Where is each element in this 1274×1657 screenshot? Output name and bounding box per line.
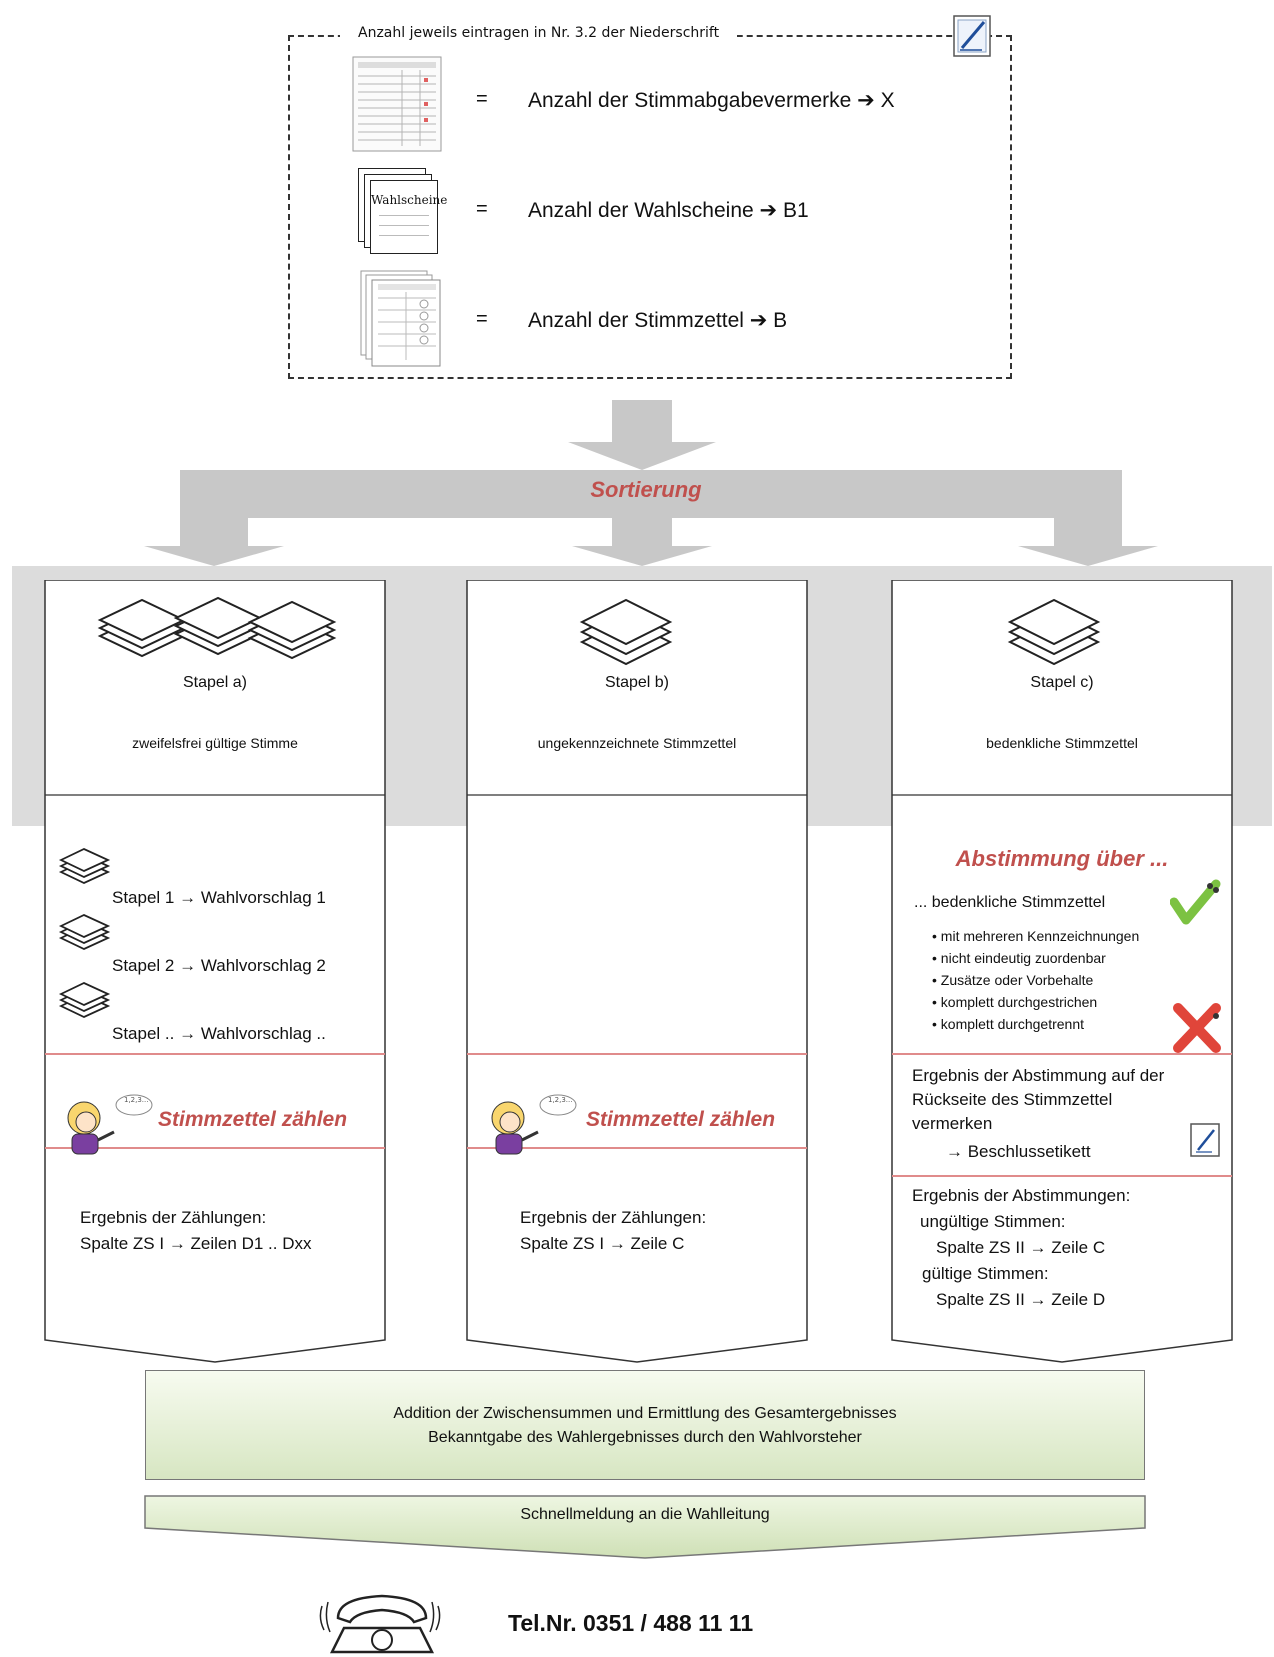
count-row-wahlscheine: Anzahl der Wahlscheine ➔ B1 [528, 199, 809, 222]
counting-girl-icon [491, 1094, 577, 1155]
result-title-b: Ergebnis der Zählungen: [520, 1208, 707, 1227]
pile-1: Stapel 1 → Wahlvorschlag 1 [112, 888, 326, 907]
note-pencil-icon [1190, 1123, 1220, 1157]
stack-b-desc: ungekennzeichnete Stimmzettel [537, 735, 737, 751]
result-title-a: Ergebnis der Zählungen: [80, 1208, 267, 1227]
ballot-stack-icon [360, 270, 441, 367]
stack-c-desc: bedenkliche Stimmzettel [986, 735, 1138, 751]
count-row-votes: Anzahl der Stimmabgabevermerke ➔ X [528, 89, 895, 112]
note-pencil-icon [953, 15, 991, 57]
vote-result-title: Ergebnis der Abstimmungen: [912, 1186, 1131, 1205]
valid-line: Spalte ZS II → Zeile D [936, 1290, 1106, 1309]
paper-stack-icon [1007, 598, 1101, 666]
quick-report-arrow [144, 1495, 1146, 1559]
stack-b-label: Stapel b) [604, 674, 670, 691]
note-line-1: Ergebnis der Abstimmung auf der [912, 1066, 1165, 1085]
count-title-a: Stimmzettel zählen [158, 1108, 348, 1131]
wahlscheine-cards-icon: Wahlscheine [358, 168, 448, 254]
telephone-icon [319, 1594, 441, 1654]
note-line-3: vermerken [912, 1114, 993, 1133]
paper-stack-icon [579, 598, 673, 666]
bullet-item: • komplett durchgetrennt [932, 1016, 1084, 1032]
bullet-item: • mit mehreren Kennzeichnungen [932, 928, 1140, 944]
note-line-2: Rückseite des Stimmzettel [912, 1090, 1113, 1109]
result-line-b: Spalte ZS I → Zeile C [520, 1234, 685, 1253]
stack-c-label: Stapel c) [1030, 674, 1094, 691]
bullet-item: • Zusätze oder Vorbehalte [932, 972, 1094, 988]
note-line-4: → Beschlussetikett [946, 1142, 1091, 1161]
counting-girl-icon [67, 1094, 153, 1155]
eq-sign: = [476, 198, 488, 220]
total-line-1: Addition der Zwischensummen und Ermittlu… [393, 1405, 897, 1422]
paper-stack-icon [97, 596, 337, 660]
stack-a-label: Stapel a) [182, 674, 248, 691]
valid-label: gültige Stimmen: [922, 1264, 1049, 1283]
count-bubble: 1,2,3... [124, 1096, 149, 1104]
eq-sign: = [476, 88, 488, 110]
small-paper-stack-icon [58, 914, 111, 950]
invalid-label: ungültige Stimmen: [920, 1212, 1066, 1231]
sort-flow-arrows [144, 400, 1158, 566]
count-bubble: 1,2,3... [548, 1096, 573, 1104]
stack-a-desc: zweifelsfrei gültige Stimme [132, 735, 298, 751]
pile-n: Stapel .. → Wahlvorschlag .. [112, 1024, 326, 1043]
bullet-item: • komplett durchgestrichen [932, 994, 1098, 1010]
count-title-b: Stimmzettel zählen [586, 1108, 776, 1131]
bullet-item: • nicht eindeutig zuordenbar [932, 950, 1106, 966]
small-paper-stack-icon [58, 982, 111, 1018]
pile-2: Stapel 2 → Wahlvorschlag 2 [112, 956, 326, 975]
result-line-a: Spalte ZS I → Zeilen D1 .. Dxx [80, 1234, 312, 1253]
total-result-box: Addition der Zwischensummen und Ermittlu… [145, 1370, 1145, 1480]
sort-label: Sortierung [590, 477, 702, 502]
count-row-stimmzettel: Anzahl der Stimmzettel ➔ B [528, 309, 788, 332]
small-paper-stack-icon [58, 848, 111, 884]
count-box-title: Anzahl jeweils eintragen in Nr. 3.2 der … [340, 25, 738, 41]
phone-number: Tel.Nr. 0351 / 488 11 11 [508, 1610, 754, 1636]
red-x-figure-icon [1173, 1003, 1221, 1053]
register-list-icon [352, 56, 442, 152]
vote-subtitle: ... bedenkliche Stimmzettel [914, 894, 1106, 911]
check-figure-icon [1170, 879, 1221, 925]
vote-title: Abstimmung über ... [955, 846, 1169, 871]
total-line-2: Bekanntgabe des Wahlergebnisses durch de… [428, 1429, 862, 1446]
wahlscheine-card-label: Wahlscheine [371, 193, 448, 207]
invalid-line: Spalte ZS II → Zeile C [936, 1238, 1106, 1257]
eq-sign: = [476, 308, 488, 330]
quick-report-label: Schnellmeldung an die Wahlleitung [520, 1506, 770, 1523]
column-outlines [44, 580, 1233, 1363]
